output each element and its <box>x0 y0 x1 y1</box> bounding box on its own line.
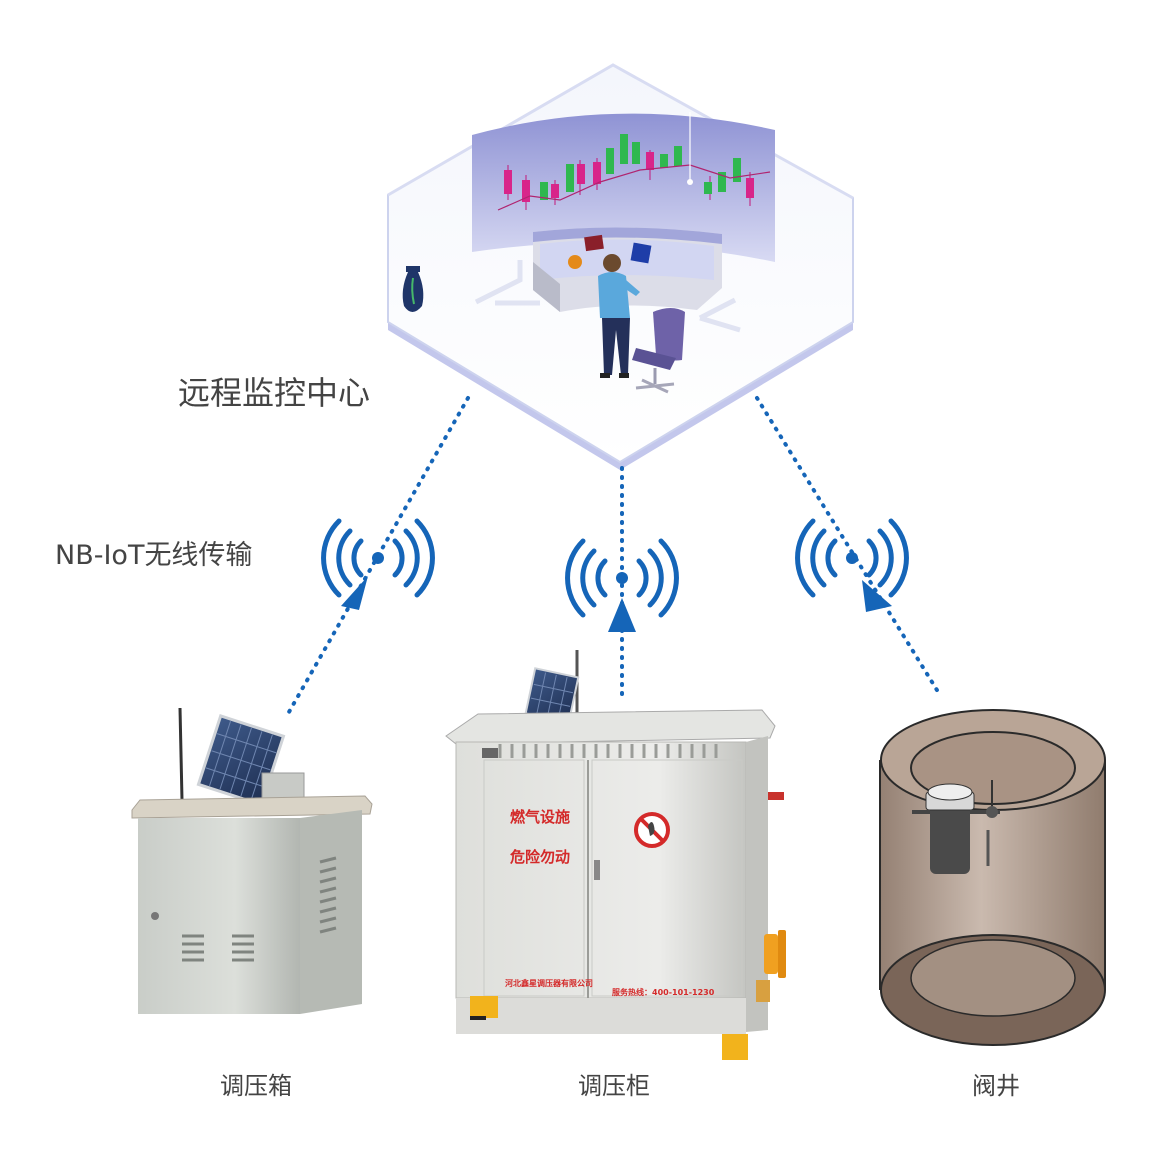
cabinet-warning-line2: 危险勿动 <box>510 848 570 866</box>
regulator-cabinet-label: 调压柜 <box>578 1072 650 1100</box>
valve-well-label: 阀井 <box>972 1072 1020 1100</box>
well-walls <box>879 760 1106 990</box>
box-antenna <box>178 707 184 801</box>
cabinet-base <box>456 998 746 1034</box>
cabinet-nameplate <box>482 748 498 758</box>
upload-arrow-icon-right <box>862 580 892 612</box>
wireless-signal-icon-left <box>321 518 435 598</box>
floor-lines <box>474 260 741 333</box>
control-center-label: 远程监控中心 <box>178 374 371 412</box>
office-chair <box>632 308 685 394</box>
console-screen <box>540 239 714 280</box>
regulator-box-device <box>131 707 373 1014</box>
cabinet-roof <box>445 709 776 745</box>
no-fire-sign-icon <box>634 812 670 848</box>
link-line-well <box>755 396 942 697</box>
cabinet-vents <box>498 744 718 758</box>
nb-iot-link-label: NB-IoT无线传输 <box>55 540 253 571</box>
cabinet-left-door <box>483 759 585 997</box>
well-inner-bottom <box>910 939 1076 1017</box>
box-front <box>138 818 300 1014</box>
box-concrete-top <box>131 795 373 819</box>
regulator-box-label: 调压箱 <box>220 1072 292 1100</box>
upload-arrow-icon-center <box>608 598 636 632</box>
box-side <box>300 810 362 1014</box>
wireless-signal-icon-right <box>795 518 909 598</box>
cabinet-hotline: 服务热线：400-101-1230 <box>612 987 715 997</box>
vase-decor <box>402 266 424 312</box>
operator-figure <box>598 254 640 378</box>
cabinet-feet <box>470 996 748 1060</box>
cabinet-warning-line1: 燃气设施 <box>510 808 570 826</box>
valve-well-device <box>879 709 1106 1046</box>
regulator-cabinet-device: 燃气设施 危险勿动 河北鑫星调压器有限公司 服务热线：400-101-1230 <box>445 650 786 1060</box>
box-vents <box>182 856 337 962</box>
upload-arrow-icon-left <box>341 576 368 610</box>
box-lock <box>151 912 159 920</box>
cabinet-company: 河北鑫星调压器有限公司 <box>505 978 593 988</box>
cabinet-front <box>455 741 747 999</box>
console-top <box>533 227 722 244</box>
video-wall <box>472 113 775 262</box>
valve-device <box>912 780 1000 874</box>
upload-arrow-icon <box>341 576 892 632</box>
cabinet-right-door <box>591 759 743 997</box>
cabinet-side <box>746 736 768 1032</box>
wireless-signal-icon-center <box>565 538 679 618</box>
video-wall-chart <box>497 112 771 211</box>
control-center-platform <box>387 63 854 470</box>
cabinet-pipes <box>756 792 786 1002</box>
cabinet-handle <box>594 860 600 880</box>
